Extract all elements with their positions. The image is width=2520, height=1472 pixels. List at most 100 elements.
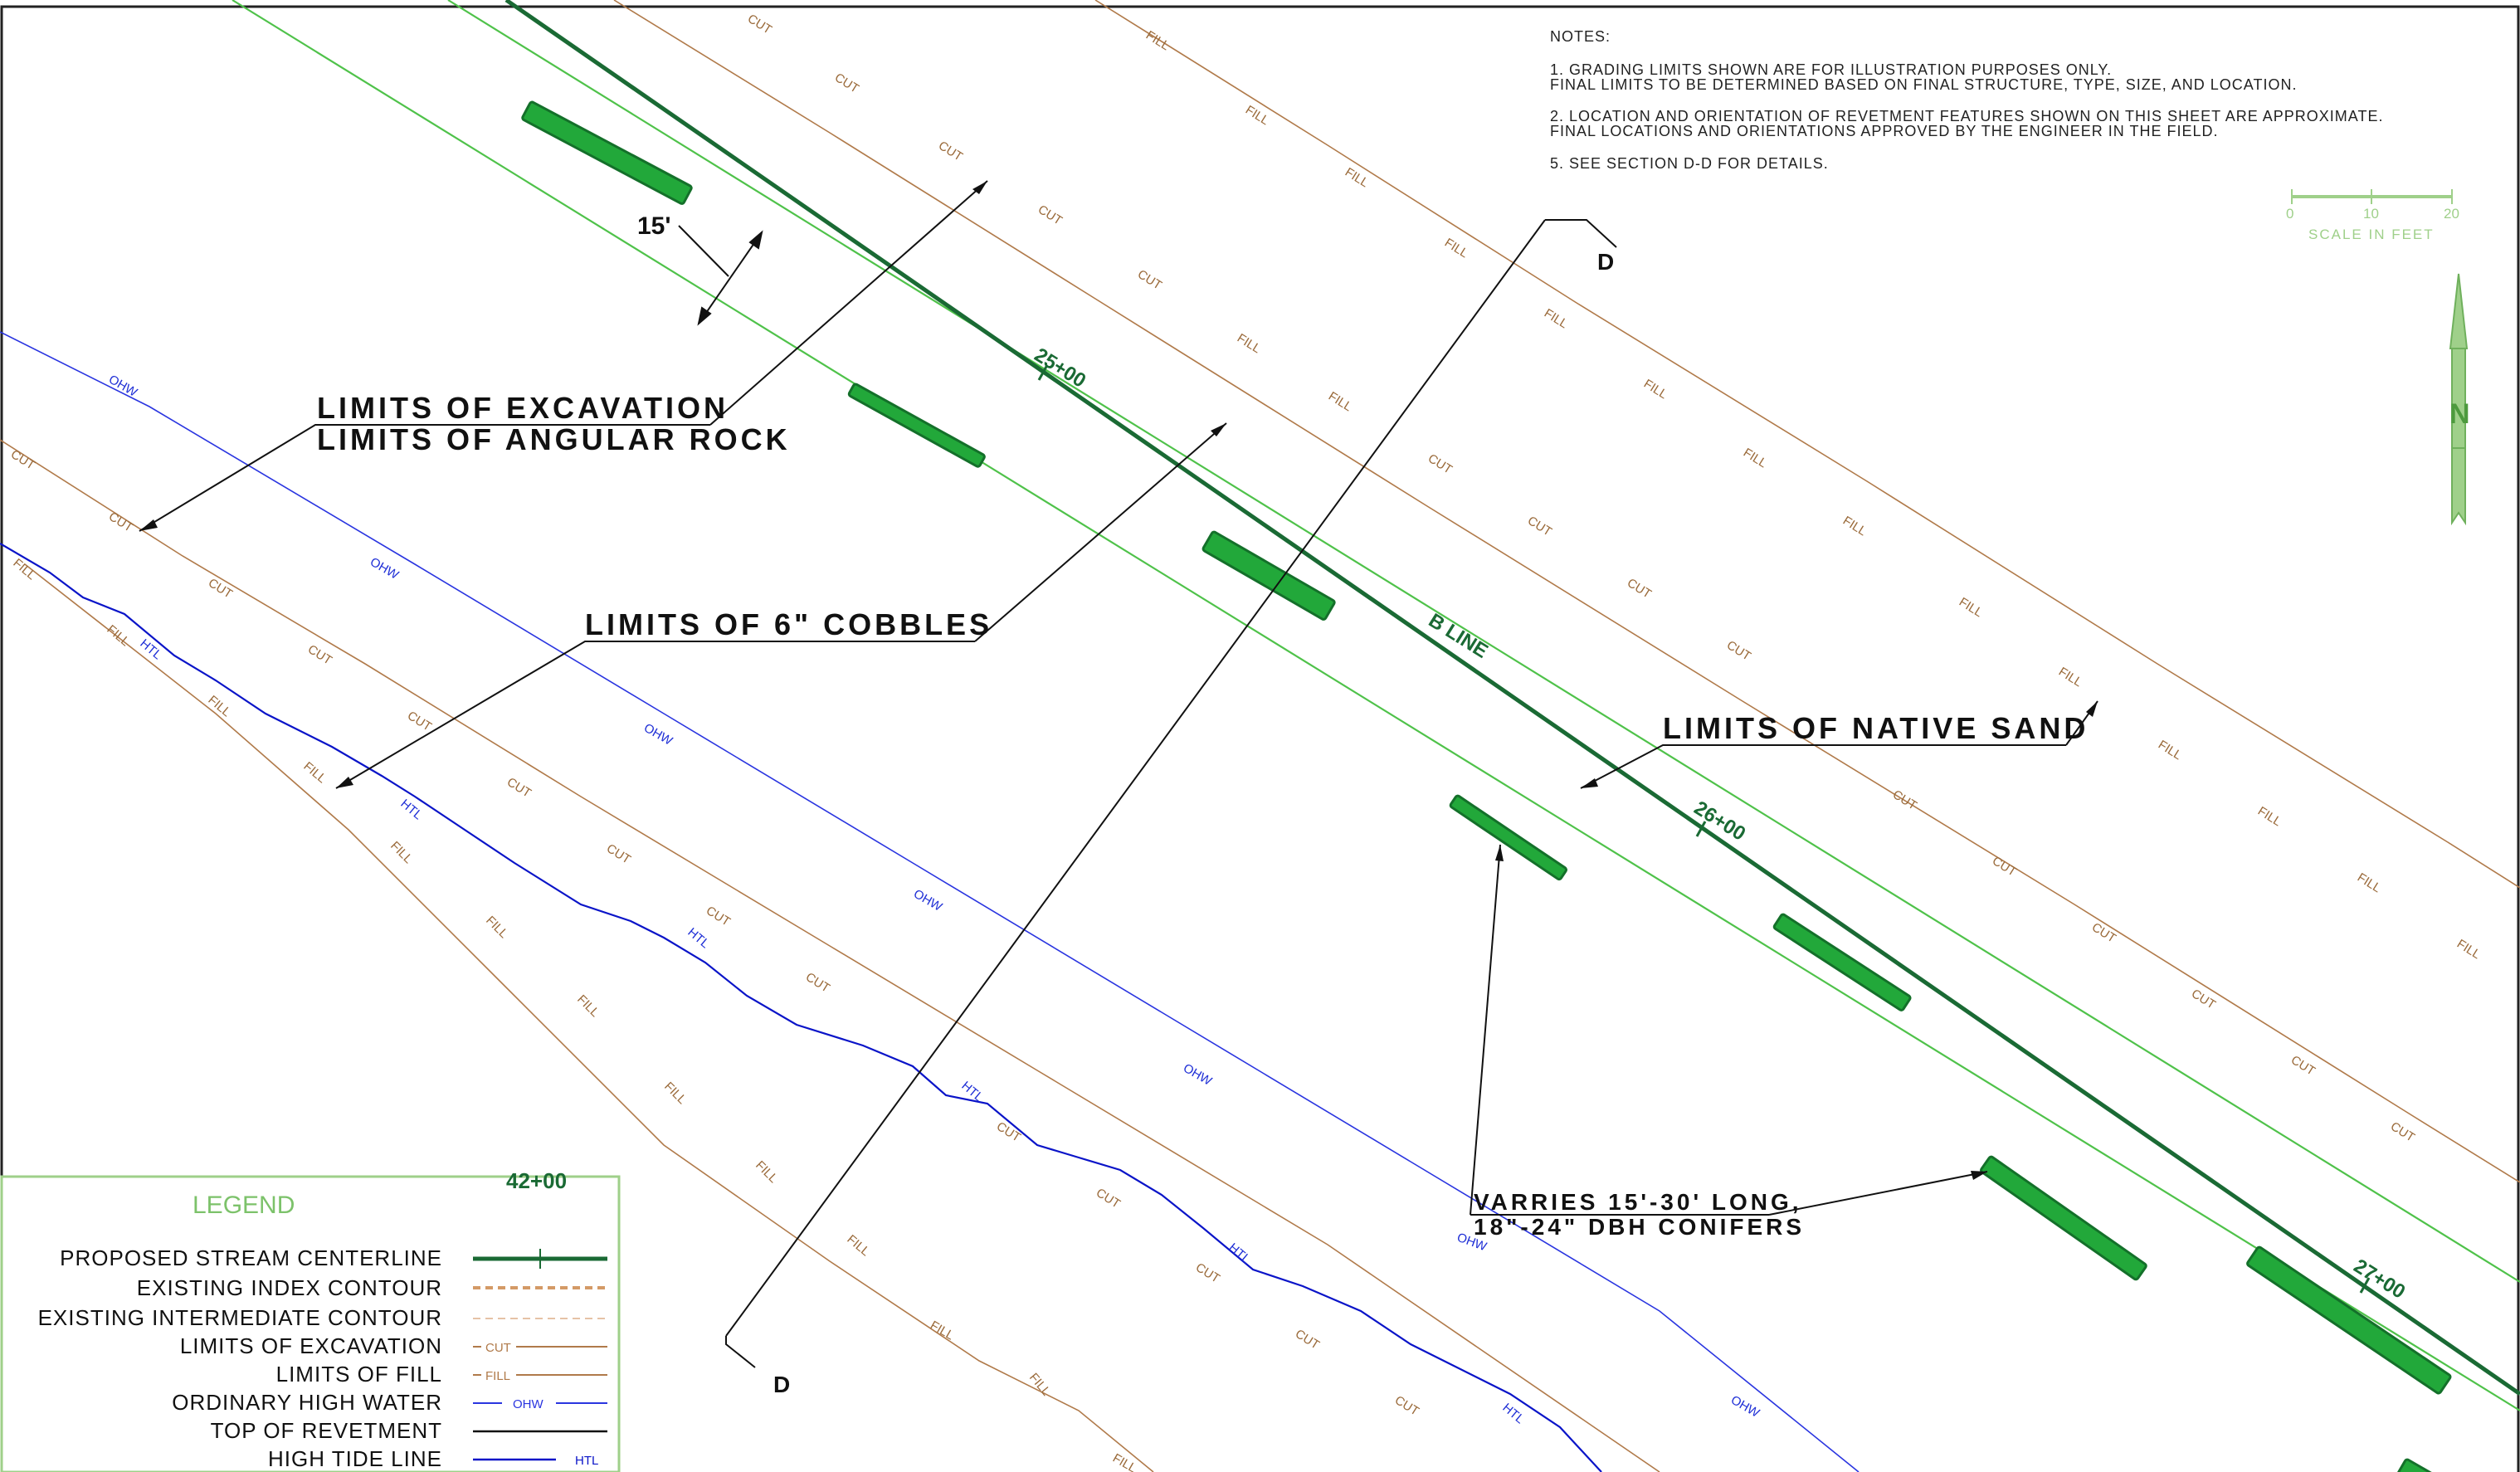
limit-lines [232, 0, 2520, 1411]
svg-text:HTL: HTL [1499, 1401, 1527, 1426]
svg-text:OHW: OHW [641, 721, 675, 748]
svg-text:FILL: FILL [2454, 937, 2483, 962]
legend-label: EXISTING INTERMEDIATE CONTOUR [38, 1305, 442, 1330]
svg-text:FILL: FILL [1243, 103, 1271, 128]
svg-text:CUT: CUT [2288, 1053, 2318, 1079]
svg-text:CUT: CUT [1426, 451, 1455, 477]
scale-caption: SCALE IN FEET [2308, 227, 2435, 242]
svg-text:FILL: FILL [1026, 1371, 1053, 1399]
svg-text:OHW: OHW [368, 555, 402, 582]
svg-text:CUT: CUT [832, 71, 861, 96]
callout-limits-of-cobbles: LIMITS OF 6" COBBLES [585, 607, 992, 641]
legend-swatch-tag: OHW [513, 1397, 544, 1411]
revetment-logs [521, 100, 2493, 1472]
revetment-log [1202, 530, 1336, 621]
svg-text:FILL: FILL [2156, 738, 2184, 763]
legend-label: LIMITS OF EXCAVATION [180, 1333, 442, 1358]
svg-text:FILL: FILL [753, 1158, 780, 1186]
svg-text:CUT: CUT [745, 12, 774, 37]
svg-text:CUT: CUT [1625, 576, 1654, 602]
dimension-15ft [678, 225, 763, 326]
svg-text:OHW: OHW [106, 373, 140, 400]
revetment-log [2395, 1458, 2493, 1472]
svg-text:FILL: FILL [1957, 595, 1985, 620]
svg-text:FILL: FILL [844, 1232, 872, 1259]
svg-text:CUT: CUT [704, 904, 733, 929]
svg-text:FILL: FILL [300, 759, 329, 786]
legend: LEGEND 42+00 PROPOSED STREAM CENTERLINE … [0, 1168, 621, 1472]
note-line: FINAL LIMITS TO BE DETERMINED BASED ON F… [1550, 76, 2297, 93]
note-line: FINAL LOCATIONS AND ORIENTATIONS APPROVE… [1550, 123, 2218, 139]
note-line: 2. LOCATION AND ORIENTATION OF REVETMENT… [1550, 108, 2383, 124]
svg-text:FILL: FILL [1235, 331, 1263, 356]
north-arrow-icon: N [2449, 273, 2470, 526]
svg-text:CUT: CUT [504, 775, 534, 801]
legend-labels: PROPOSED STREAM CENTERLINE EXISTING INDE… [38, 1245, 442, 1471]
svg-text:FILL: FILL [10, 556, 38, 582]
b-line-label: B LINE [1425, 609, 1492, 663]
svg-text:CUT: CUT [1890, 787, 1919, 813]
svg-text:CUT: CUT [2388, 1119, 2417, 1145]
proposed-stream-centerline [504, 0, 2520, 1396]
svg-text:CUT: CUT [8, 447, 37, 473]
legend-label: LIMITS OF FILL [276, 1362, 442, 1387]
scale-tick-label: 20 [2444, 206, 2459, 222]
section-label-bottom: D [773, 1372, 790, 1397]
dimension-label: 15' [637, 212, 671, 240]
svg-text:FILL: FILL [2255, 804, 2284, 829]
legend-sample-station: 42+00 [506, 1168, 567, 1193]
svg-text:CUT: CUT [1094, 1186, 1123, 1211]
svg-text:CUT: CUT [2089, 920, 2118, 946]
svg-text:FILL: FILL [1326, 389, 1354, 414]
section-label-top: D [1597, 249, 1614, 275]
sheet-border [0, 5, 2520, 1472]
scale-tick-label: 0 [2286, 206, 2293, 222]
svg-text:CUT: CUT [1293, 1327, 1322, 1353]
scale-bar: 0 10 20 SCALE IN FEET [2286, 189, 2459, 242]
svg-text:CUT: CUT [1525, 514, 1554, 539]
legend-label: EXISTING INDEX CONTOUR [137, 1275, 442, 1300]
svg-text:CUT: CUT [206, 576, 235, 602]
svg-text:HTL: HTL [685, 925, 712, 951]
svg-text:CUT: CUT [1036, 202, 1065, 228]
svg-text:FILL: FILL [205, 693, 233, 719]
revetment-log [1980, 1155, 2147, 1281]
svg-text:CUT: CUT [1135, 267, 1164, 293]
north-letter: N [2449, 398, 2470, 430]
svg-text:FILL: FILL [1641, 377, 1669, 402]
svg-text:CUT: CUT [604, 841, 633, 867]
legend-label: TOP OF REVETMENT [211, 1418, 442, 1443]
callout-limits-of-excavation: LIMITS OF EXCAVATION [317, 391, 729, 425]
svg-text:FILL: FILL [574, 992, 602, 1020]
section-line-d-d [725, 219, 1617, 1368]
svg-text:FILL: FILL [928, 1318, 956, 1343]
note-line: 1. GRADING LIMITS SHOWN ARE FOR ILLUSTRA… [1550, 61, 2112, 78]
svg-text:CUT: CUT [936, 139, 965, 164]
svg-text:CUT: CUT [803, 970, 832, 996]
svg-text:HTL: HTL [958, 1079, 986, 1104]
callout-varries-line-1: VARRIES 15'-30' LONG, [1474, 1189, 1802, 1215]
svg-text:OHW: OHW [1728, 1393, 1762, 1421]
legend-label: HIGH TIDE LINE [268, 1446, 442, 1471]
svg-text:CUT: CUT [1724, 638, 1753, 664]
svg-text:FILL: FILL [1542, 306, 1570, 331]
revetment-log [1772, 913, 1912, 1011]
revetment-log [1449, 794, 1567, 881]
svg-text:FILL: FILL [2355, 870, 2383, 895]
svg-text:CUT: CUT [305, 642, 334, 668]
legend-swatch-tag: FILL [485, 1369, 510, 1383]
svg-text:CUT: CUT [2189, 987, 2218, 1012]
svg-text:FILL: FILL [1840, 514, 1869, 539]
callout-limits-of-angular-rock: LIMITS OF ANGULAR ROCK [317, 422, 791, 456]
revetment-log [2246, 1245, 2452, 1395]
notes-block: NOTES: 1. GRADING LIMITS SHOWN ARE FOR I… [1539, 17, 2477, 174]
svg-text:FILL: FILL [1442, 236, 1470, 261]
svg-text:FILL: FILL [1741, 446, 1769, 470]
callout-varries-line-2: 18"-24" DBH CONIFERS [1474, 1214, 1805, 1240]
svg-text:FILL: FILL [1343, 165, 1371, 190]
svg-text:FILL: FILL [1110, 1451, 1138, 1472]
svg-text:CUT: CUT [106, 509, 135, 535]
svg-text:CUT: CUT [1193, 1260, 1222, 1286]
